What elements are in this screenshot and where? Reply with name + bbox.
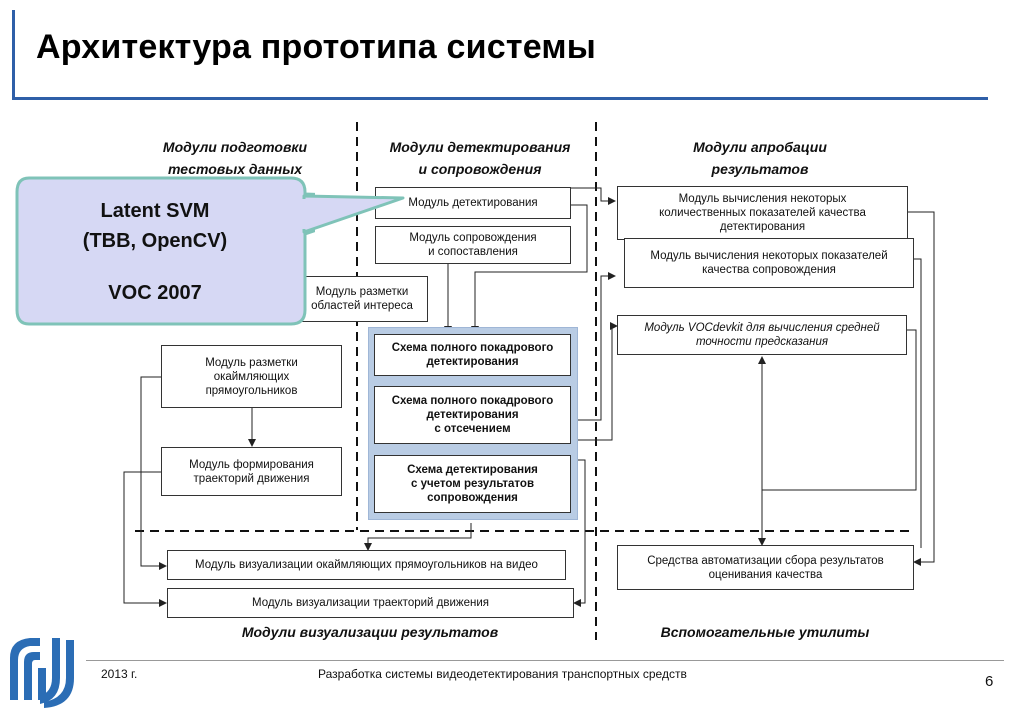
scheme-track-line1: Схема детектирования <box>407 464 538 476</box>
automation-line2: оценивания качества <box>708 568 823 581</box>
detection-module-label: Модуль детектирования <box>408 197 538 209</box>
scheme-full-box: Схема полного покадрового детектирования <box>374 334 571 376</box>
scheme-cut-line3: с отсечением <box>434 423 511 435</box>
vis-bbox-box: Модуль визуализации окаймляющих прямоуго… <box>167 550 566 580</box>
automation-box: Средства автоматизации сбора результатов… <box>617 545 914 590</box>
column-head-prep: Модули подготовки тестовых данных <box>135 136 335 180</box>
trajectory-forming-line1: Модуль формирования <box>189 458 314 471</box>
column-head-eval-line1: Модули апробации <box>693 139 827 155</box>
scheme-cut-box: Схема полного покадрового детектирования… <box>374 386 571 444</box>
page-title: Архитектура прототипа системы <box>36 28 596 66</box>
bbox-markup-line1: Модуль разметки <box>205 356 298 369</box>
bbox-markup-line3: прямоугольников <box>205 384 298 397</box>
column-head-detect-line2: и сопровождения <box>418 161 542 177</box>
automation-line1: Средства автоматизации сбора результатов <box>647 554 884 567</box>
roi-markup-box: Модуль разметки областей интереса <box>296 276 428 322</box>
vis-traj-box: Модуль визуализации траекторий движения <box>167 588 574 618</box>
vis-bbox-label: Модуль визуализации окаймляющих прямоуго… <box>195 559 538 571</box>
column-head-detect: Модули детектирования и сопровождения <box>366 136 594 180</box>
roi-markup-line1: Модуль разметки <box>315 286 409 298</box>
scheme-cut-line2: детектирования <box>426 409 519 421</box>
page-number: 6 <box>985 673 994 690</box>
vocdevkit-box: Модуль VOCdevkit для вычисления средней … <box>617 315 907 355</box>
metrics-track-line2: качества сопровождения <box>702 264 836 276</box>
section-label-visualization: Модули визуализации результатов <box>241 624 499 640</box>
metrics-track-line1: Модуль вычисления некоторых показателей <box>650 250 888 262</box>
callout-line3: VOC 2007 <box>108 282 202 304</box>
tracking-module-line1: Модуль сопровождения <box>409 232 537 244</box>
metrics-detect-line1: Модуль вычисления некоторых <box>678 193 847 205</box>
scheme-cut-line1: Схема полного покадрового <box>391 395 554 407</box>
column-head-eval: Модули апробации результатов <box>660 136 860 180</box>
metrics-track-box: Модуль вычисления некоторых показателей … <box>624 238 914 288</box>
callout-line2: (TBB, OpenCV) <box>82 230 228 252</box>
vocdevkit-line2: точности предсказания <box>695 336 829 348</box>
column-head-eval-line2: результатов <box>711 161 809 177</box>
scheme-track-box: Схема детектирования с учетом результато… <box>374 455 571 513</box>
scheme-full-line2: детектирования <box>426 356 519 368</box>
column-head-prep-line2: тестовых данных <box>167 161 302 177</box>
column-head-prep-line1: Модули подготовки <box>162 139 308 155</box>
detection-module-box: Модуль детектирования <box>375 187 571 219</box>
university-logo <box>10 638 74 708</box>
footer-subtitle: Разработка системы видеодетектирования т… <box>318 667 687 681</box>
metrics-detect-box: Модуль вычисления некоторых количественн… <box>617 186 908 240</box>
trajectory-forming-box: Модуль формирования траекторий движения <box>161 447 342 496</box>
metrics-detect-line2: количественных показателей качества <box>659 207 866 219</box>
scheme-track-line2: с учетом результатов <box>410 478 535 490</box>
callout-bubble <box>15 176 315 326</box>
vis-traj-label: Модуль визуализации траекторий движения <box>251 597 489 609</box>
footer-year: 2013 г. <box>101 667 138 681</box>
bbox-markup-line2: окаймляющих <box>213 370 290 383</box>
title-frame <box>12 10 988 100</box>
trajectory-forming-line2: траекторий движения <box>193 472 310 485</box>
callout-line1: Latent SVM <box>100 200 210 222</box>
callout-text: Latent SVM (TBB, OpenCV) VOC 2007 <box>15 196 295 308</box>
tracking-module-box: Модуль сопровождения и сопоставления <box>375 226 571 264</box>
tracking-module-line2: и сопоставления <box>428 246 518 258</box>
section-label-utilities: Вспомогательные утилиты <box>660 624 870 640</box>
column-head-detect-line1: Модули детектирования <box>389 139 571 155</box>
vocdevkit-line1: Модуль VOCdevkit для вычисления средней <box>644 322 880 334</box>
scheme-track-line3: сопровождения <box>427 492 518 504</box>
scheme-full-line1: Схема полного покадрового <box>391 342 554 354</box>
bbox-markup-box: Модуль разметки окаймляющих прямоугольни… <box>161 345 342 408</box>
footer-divider <box>86 660 1004 661</box>
roi-markup-line2: областей интереса <box>311 300 413 312</box>
metrics-detect-line3: детектирования <box>719 221 806 233</box>
